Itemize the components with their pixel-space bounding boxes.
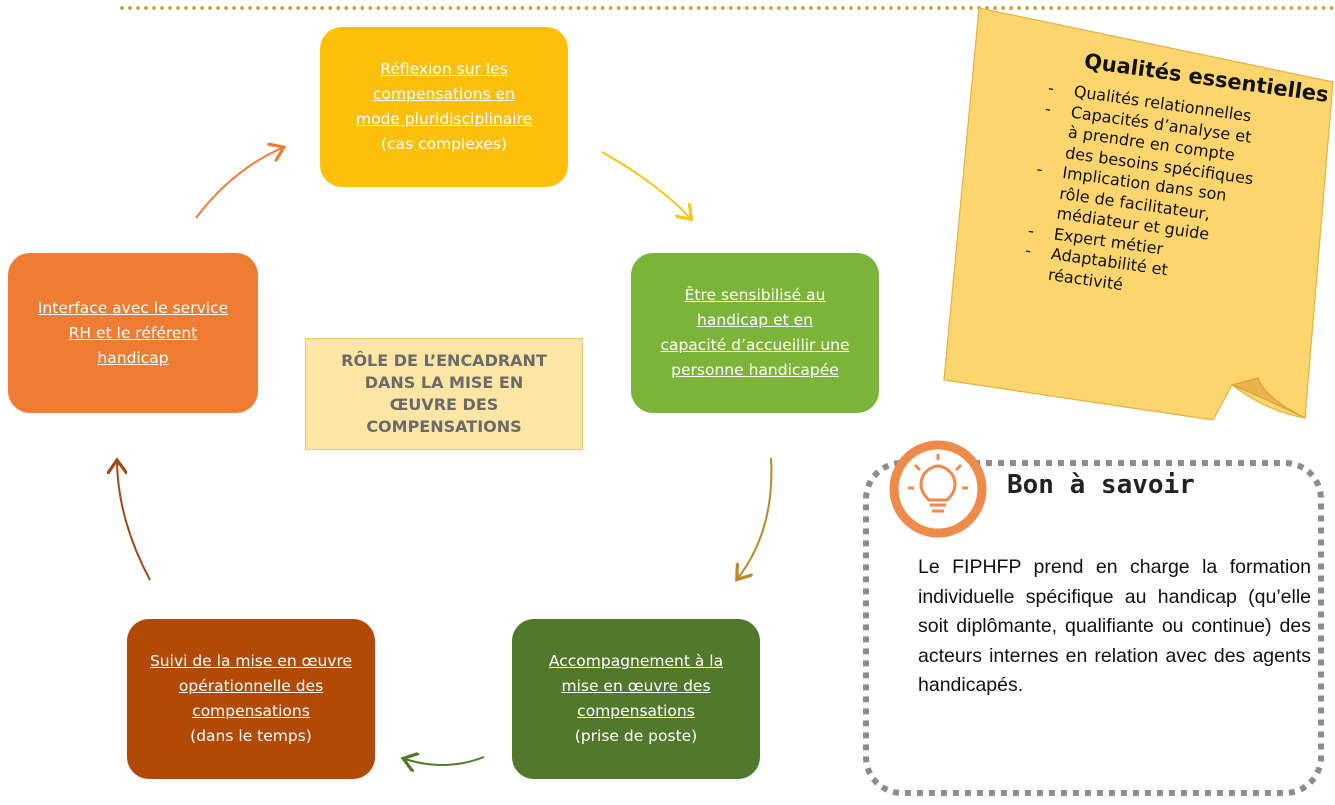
- step-line: handicap et en: [697, 311, 813, 329]
- arrow-step5-to-step1: [195, 148, 282, 219]
- sticky-note-fold: [1230, 377, 1306, 419]
- tip-text: Le FIPHFP prend en charge la formation i…: [918, 556, 1311, 696]
- arrow-step3-to-step4: [405, 757, 485, 765]
- step-line: Réflexion sur les: [380, 60, 508, 78]
- step-line: Interface avec le service: [37, 298, 229, 317]
- step-line: Suivi de la mise en œuvre: [149, 652, 353, 670]
- step-line: personne handicapée: [671, 361, 839, 379]
- sticky-note-list: -Qualités relationnelles -Capacités d’an…: [1021, 78, 1307, 317]
- center-role-box: RÔLE DE L’ENCADRANT DANS LA MISE EN ŒUVR…: [305, 338, 583, 450]
- top-dotted-border: [120, 0, 1335, 10]
- step-interface-rh: Interface avec le service RH et le référ…: [8, 253, 258, 413]
- step-line: RH et le référent: [68, 323, 198, 342]
- step-line: capacité d’accueillir une: [660, 336, 850, 354]
- step-reflexion-compensations: Réflexion sur les compensations en mode …: [320, 27, 568, 187]
- step-line: mise en œuvre des: [561, 677, 711, 695]
- step-line: compensations: [192, 702, 310, 720]
- arrow-step2-to-step3: [738, 457, 773, 578]
- step-accompagnement: Accompagnement à la mise en œuvre des co…: [512, 619, 760, 779]
- step-line: opérationnelle des: [178, 677, 324, 695]
- step-line: Être sensibilisé au: [684, 286, 826, 304]
- tip-title: Bon à savoir: [1007, 470, 1195, 500]
- step-line: compensations en: [373, 85, 515, 103]
- lightbulb-icon: [889, 440, 987, 538]
- step-note: (prise de poste): [574, 727, 698, 745]
- arrow-step1-to-step2: [601, 151, 690, 218]
- step-note: (cas complexes): [381, 135, 507, 153]
- tip-box-frame: [863, 460, 1324, 796]
- center-title: RÔLE DE L’ENCADRANT DANS LA MISE EN ŒUVR…: [341, 351, 547, 436]
- step-line: Accompagnement à la: [548, 652, 724, 670]
- step-note: (dans le temps): [190, 727, 312, 745]
- step-line: mode pluridisciplinaire: [355, 110, 533, 128]
- sticky-note: Qualités essentielles -Qualités relation…: [942, 20, 1335, 430]
- step-line: compensations: [577, 702, 695, 720]
- arrow-step4-to-step5: [117, 462, 151, 581]
- step-suivi-mise-en-oeuvre: Suivi de la mise en œuvre opérationnelle…: [127, 619, 375, 779]
- step-line: handicap: [97, 348, 169, 367]
- step-etre-sensibilise: Être sensibilisé au handicap et en capac…: [631, 253, 879, 413]
